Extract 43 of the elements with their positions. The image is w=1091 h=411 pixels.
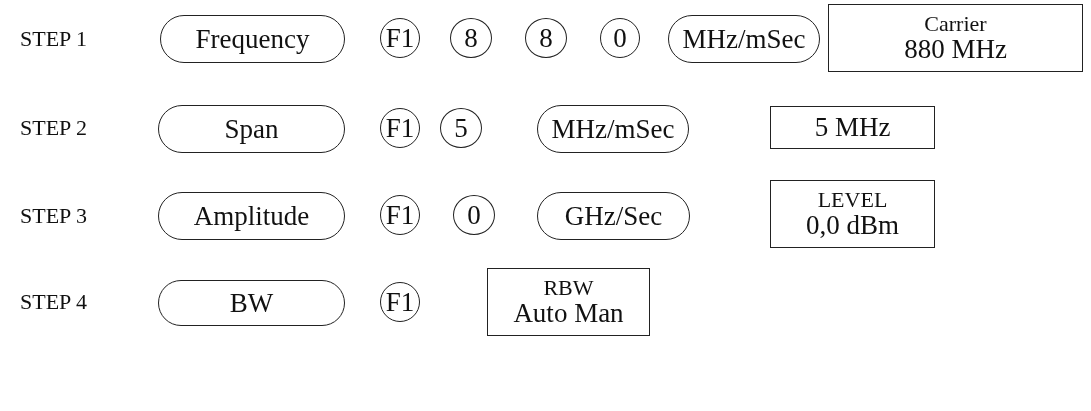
- key-label: 0: [467, 200, 481, 230]
- key-label: Amplitude: [193, 201, 310, 231]
- key-button: [158, 280, 345, 326]
- key-label: 8: [539, 23, 553, 53]
- key-label: GHz/Sec: [564, 201, 663, 231]
- key-label: Span: [224, 114, 279, 144]
- key-label: 0: [613, 23, 627, 53]
- key-label: F1: [385, 200, 415, 230]
- display-box: [770, 180, 935, 248]
- key-label: F1: [385, 113, 415, 143]
- round-key: [453, 195, 495, 235]
- key-label: Frequency: [195, 24, 310, 54]
- key-button: [160, 15, 345, 63]
- key-button: [537, 105, 689, 153]
- round-key: [440, 108, 482, 148]
- display-box: [487, 268, 650, 336]
- key-button: [668, 15, 820, 63]
- display-value: 5 MHz: [814, 113, 891, 142]
- display-value: Auto Man: [513, 299, 624, 328]
- key-button: [537, 192, 690, 240]
- key-label: MHz/mSec: [682, 24, 806, 54]
- step-label: STEP 3: [20, 203, 88, 229]
- display-heading: Carrier: [924, 12, 987, 36]
- round-key: [525, 18, 567, 58]
- display-value: 880 MHz: [904, 35, 1007, 64]
- step-label: STEP 4: [20, 289, 88, 315]
- display-box: [828, 4, 1083, 72]
- key-label: F1: [385, 287, 415, 317]
- display-box: [770, 106, 935, 149]
- round-key: [450, 18, 492, 58]
- key-label: BW: [229, 288, 274, 318]
- display-heading: RBW: [543, 276, 594, 300]
- step-label: STEP 1: [20, 26, 88, 52]
- key-label: F1: [385, 23, 415, 53]
- key-button: [158, 192, 345, 240]
- display-heading: LEVEL: [817, 188, 888, 212]
- key-label: 8: [464, 23, 478, 53]
- display-value: 0,0 dBm: [806, 211, 899, 240]
- round-key: [600, 18, 640, 58]
- key-label: MHz/mSec: [551, 114, 675, 144]
- key-label: 5: [454, 113, 468, 143]
- key-button: [158, 105, 345, 153]
- step-label: STEP 2: [20, 115, 88, 141]
